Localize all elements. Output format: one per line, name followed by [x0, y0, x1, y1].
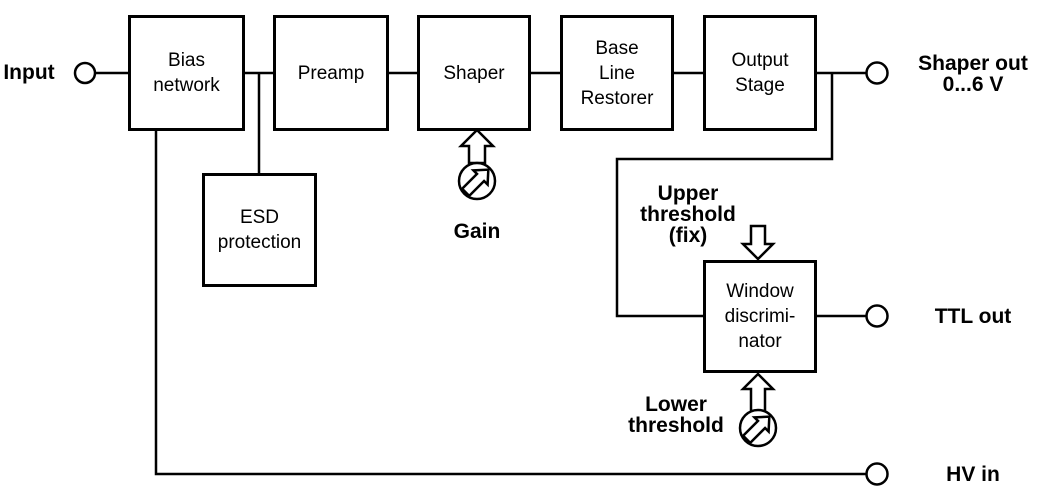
hv-in-label: HV in: [946, 463, 1000, 486]
wire-output-to-discriminator: [615, 74, 834, 318]
block-output-stage-label: Output Stage: [731, 50, 789, 96]
upper-threshold-label: Upper threshold (fix): [640, 182, 736, 247]
block-preamp: Preamp: [273, 15, 389, 131]
block-bias-network: Bias network: [128, 15, 245, 131]
potentiometer-arrow: [741, 415, 771, 445]
potentiometer-arrow: [460, 168, 490, 198]
lower-threshold-label: Lower threshold: [628, 393, 724, 437]
gain-arrow-icon: [457, 128, 497, 165]
block-output-stage: Output Stage: [703, 15, 817, 131]
block-esd-protection: ESD protection: [202, 173, 317, 287]
ttl-out-label: TTL out: [934, 305, 1012, 328]
wire-hv: [154, 131, 866, 476]
block-shaper-label: Shaper: [443, 62, 505, 84]
gain-label: Gain: [453, 220, 501, 243]
block-bias-network-label: Bias network: [153, 50, 220, 96]
block-base-line-restorer: Base Line Restorer: [560, 15, 674, 131]
ttl-out-terminal-icon: [865, 304, 889, 328]
block-esd-protection-label: ESD protection: [217, 207, 302, 253]
input-label: Input: [3, 61, 55, 84]
block-window-discriminator-label: Window discrimi- nator: [724, 281, 796, 352]
lower-threshold-potentiometer-icon: [738, 408, 778, 448]
gain-potentiometer-icon: [457, 161, 497, 201]
shaper-out-label: Shaper out 0...6 V: [918, 52, 1028, 96]
block-preamp-label: Preamp: [297, 62, 365, 84]
upper-threshold-arrow-icon: [739, 224, 777, 261]
input-terminal-icon: [73, 61, 97, 85]
block-window-discriminator: Window discrimi- nator: [703, 260, 817, 373]
hv-in-terminal-icon: [865, 462, 889, 486]
block-shaper: Shaper: [417, 15, 531, 131]
block-base-line-restorer-label: Base Line Restorer: [580, 37, 654, 109]
shaper-out-terminal-icon: [865, 61, 889, 85]
lower-threshold-arrow-icon: [739, 372, 777, 413]
